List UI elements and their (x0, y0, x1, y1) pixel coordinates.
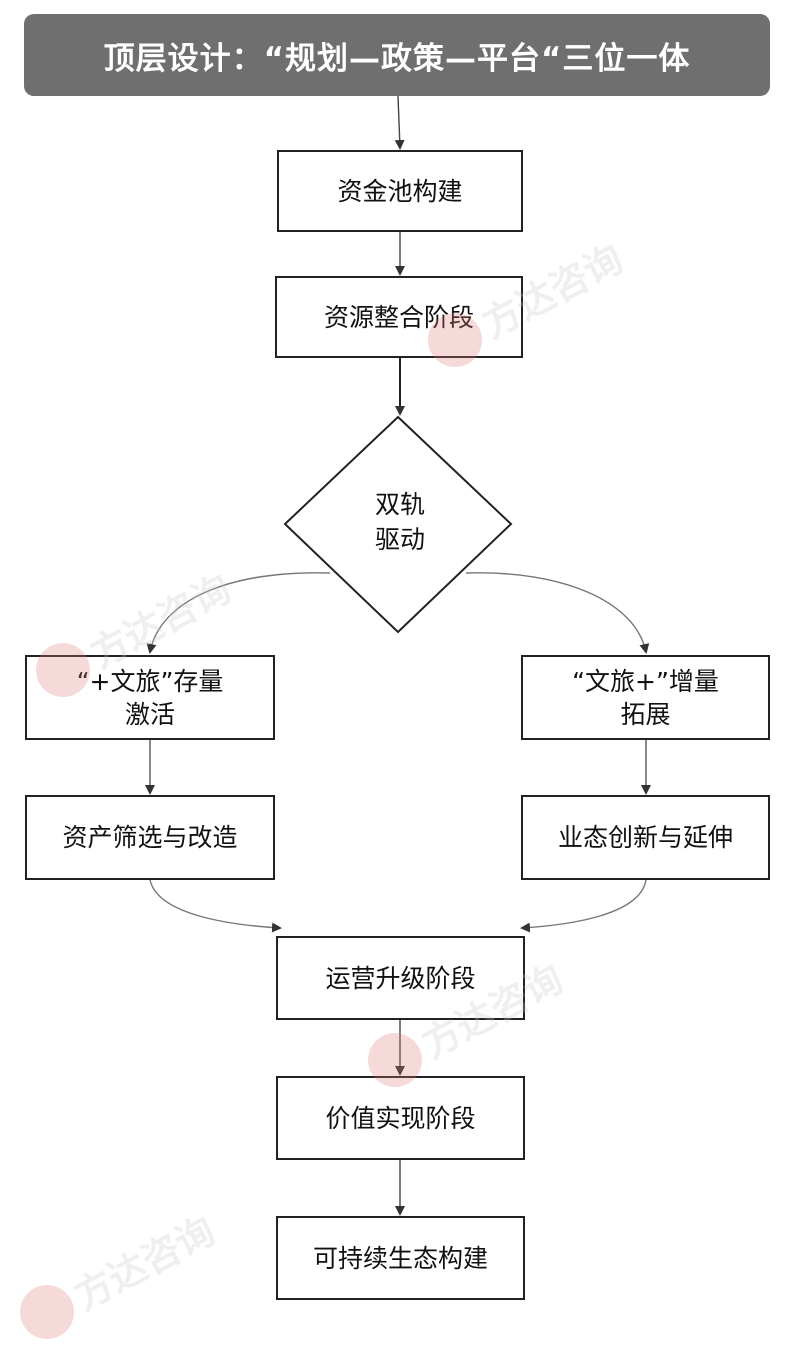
increment-expansion-line1: “文旅+”增量 (572, 666, 719, 696)
asset-screening-label: 资产筛选与改造 (62, 823, 238, 852)
top-level-design-banner: 顶层设计：“规划—政策—平台“三位一体 (24, 14, 770, 96)
stock-activation-line2: 激活 (124, 699, 175, 729)
connector-layer (145, 95, 651, 1216)
dual-track-line1: 双轨 (374, 490, 425, 519)
sustainable-ecology-box: 可持续生态构建 (276, 1216, 525, 1300)
dual-track-diamond (283, 415, 513, 634)
resource-integration-box: 资源整合阶段 (275, 276, 523, 358)
arrow-diamond-to-increment (465, 572, 650, 654)
stock-activation-line1: “+文旅”存量 (76, 666, 224, 696)
asset-screening-box: 资产筛选与改造 (25, 795, 275, 880)
banner-title: 顶层设计：“规划—政策—平台“三位一体 (103, 40, 691, 77)
resource-integration-label: 资源整合阶段 (323, 302, 474, 332)
dual-track-line2: 驱动 (374, 524, 425, 554)
increment-expansion-box: “文旅+”增量 拓展 (521, 655, 770, 740)
arrow-asset-to-operation (149, 879, 282, 933)
fund-pool-label: 资金池构建 (337, 176, 463, 206)
business-innovation-box: 业态创新与延伸 (521, 795, 770, 880)
sustainable-ecology-label: 可持续生态构建 (312, 1243, 488, 1273)
value-realization-box: 价值实现阶段 (276, 1076, 525, 1160)
operation-upgrade-box: 运营升级阶段 (276, 936, 525, 1020)
value-realization-label: 价值实现阶段 (325, 1103, 476, 1133)
dual-track-label: 双轨 驱动 (330, 488, 470, 557)
fund-pool-box: 资金池构建 (277, 150, 523, 232)
operation-upgrade-label: 运营升级阶段 (325, 963, 476, 993)
arrow-diamond-to-stock (146, 572, 331, 654)
increment-expansion-line2: 拓展 (620, 699, 671, 729)
business-innovation-label: 业态创新与延伸 (557, 823, 733, 852)
arrow-business-to-operation (520, 879, 647, 933)
arrow-header-to-fund (394, 95, 405, 150)
stock-activation-box: “+文旅”存量 激活 (25, 655, 275, 740)
